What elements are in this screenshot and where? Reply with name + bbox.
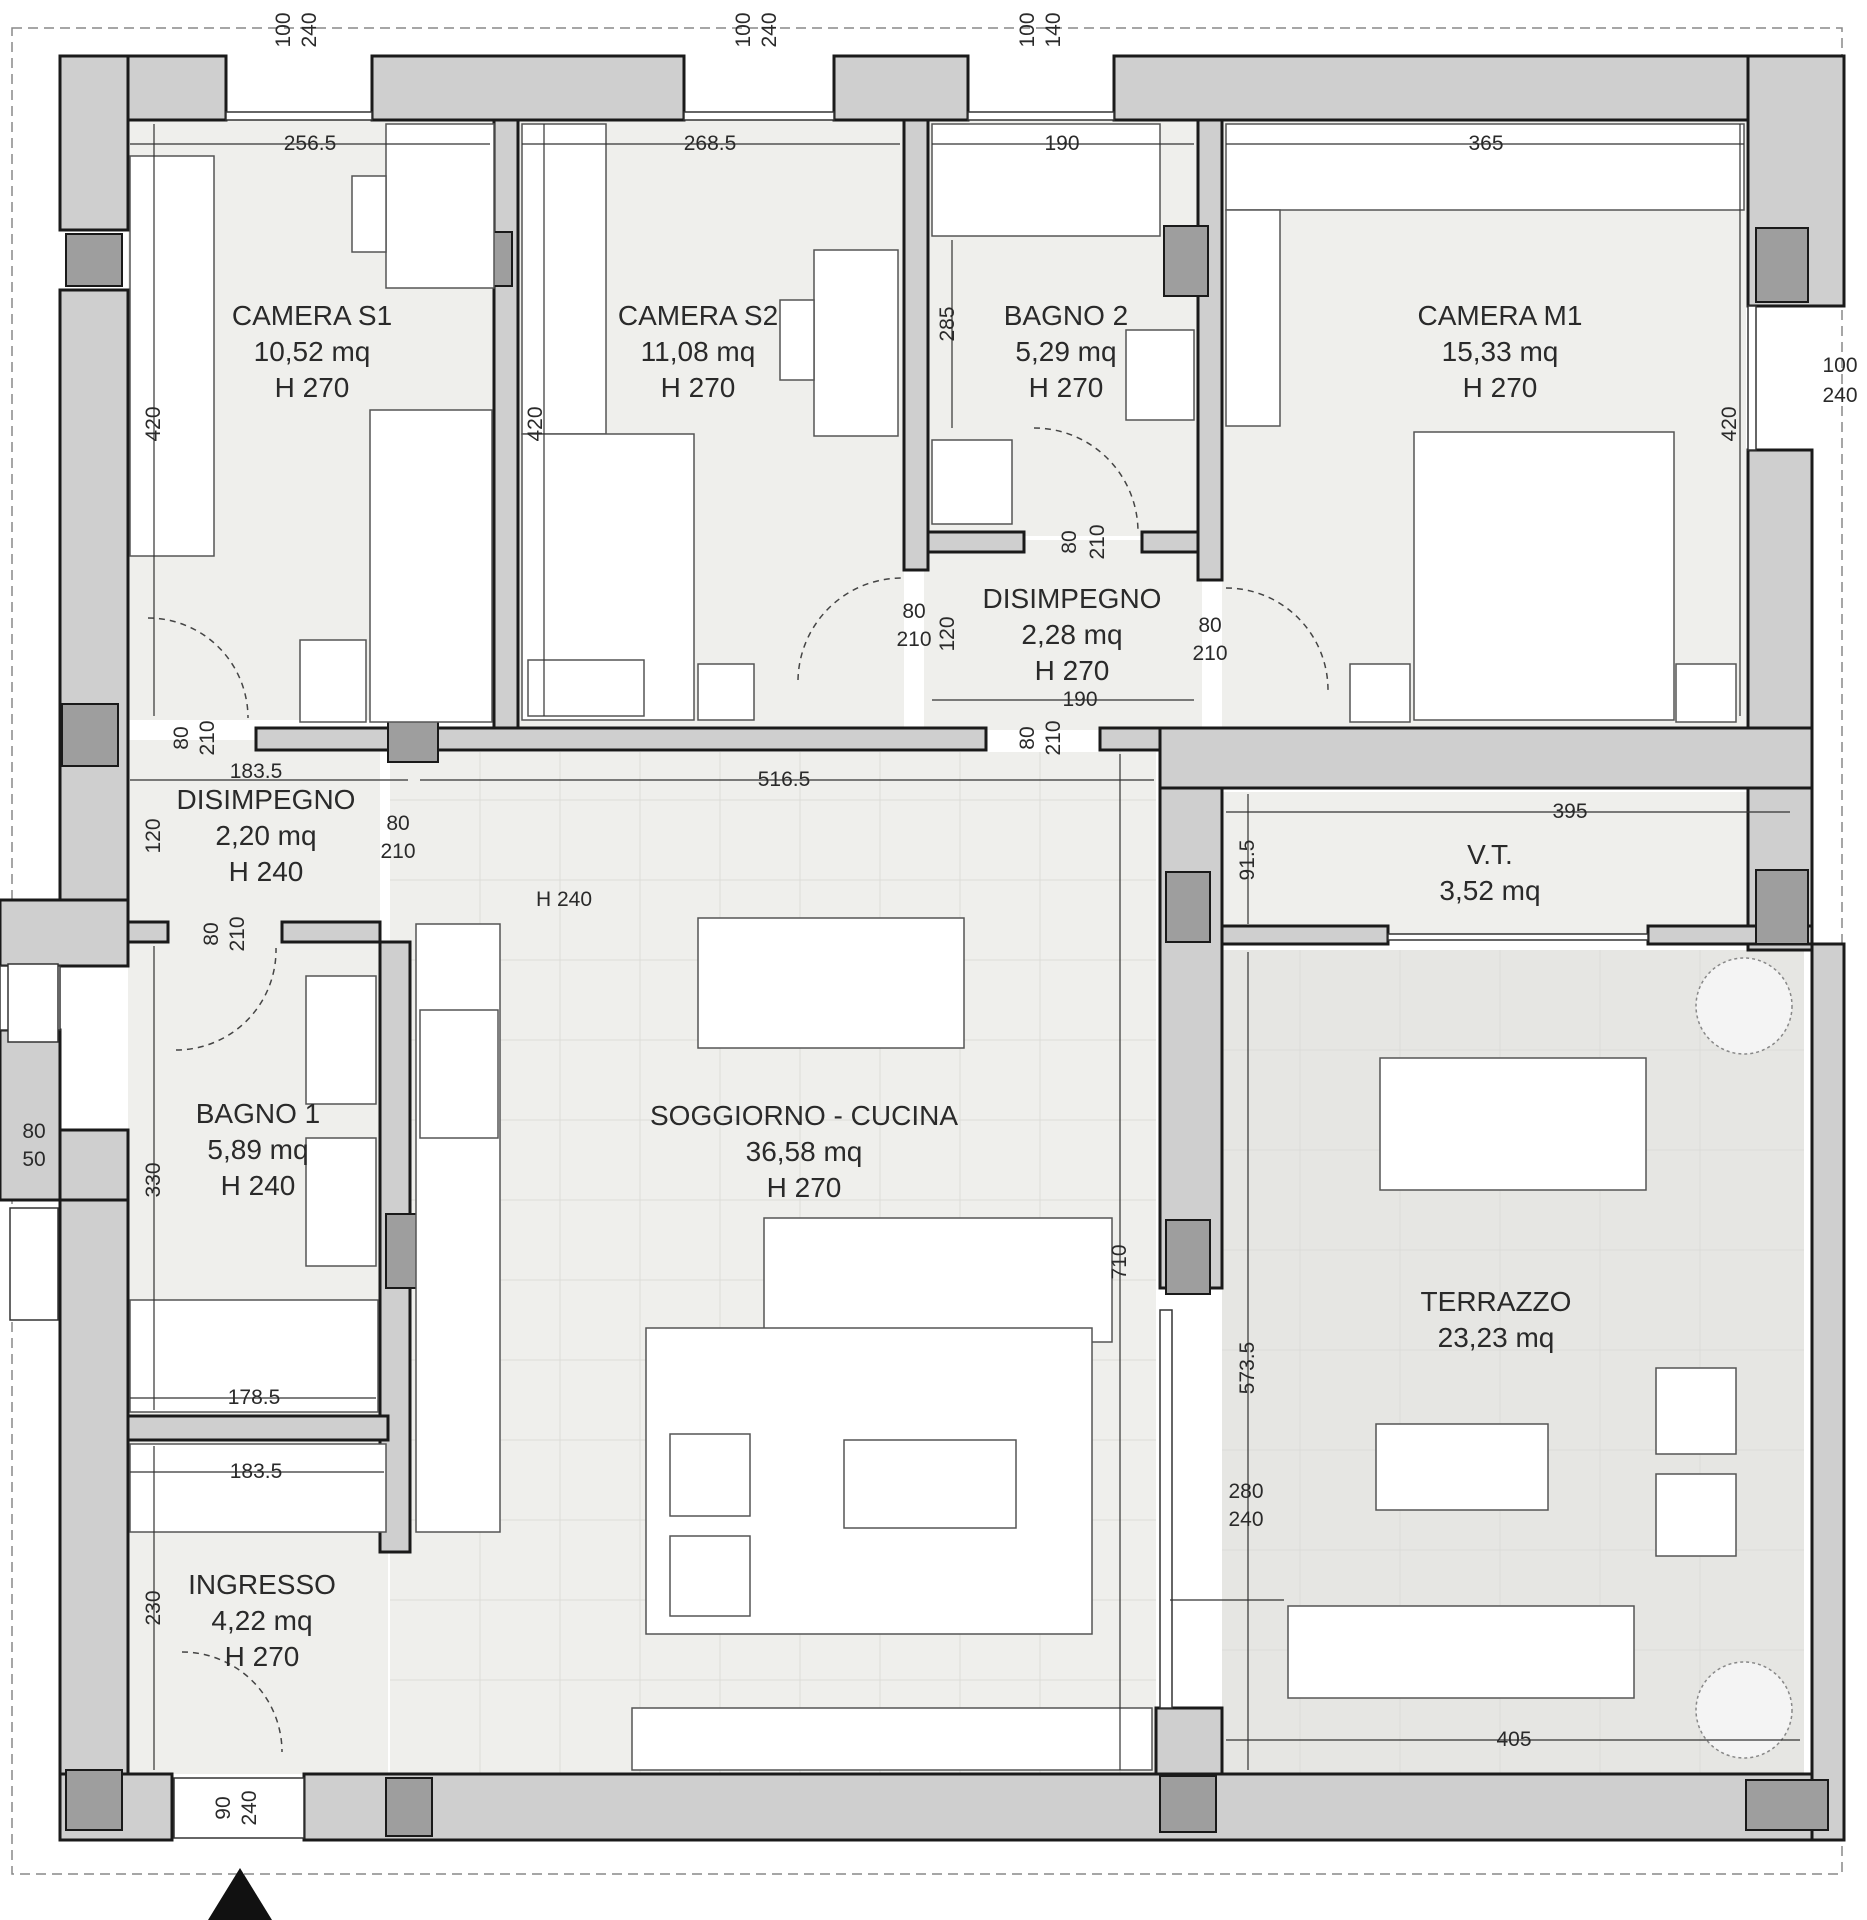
win-terrace-b: 240 — [1228, 1508, 1263, 1531]
win-b1-b: 50 — [22, 1148, 45, 1171]
bagno-2-area: 5,29 mq — [1015, 336, 1116, 367]
vt-name: V.T. — [1467, 839, 1513, 870]
door-b1-a: 80 — [200, 922, 223, 945]
win-m1-b: 240 — [1822, 384, 1857, 407]
disimpegno-west-area: 2,20 mq — [215, 820, 316, 851]
bagno-1-area: 5,89 mq — [207, 1134, 308, 1165]
win-b1-a: 80 — [22, 1120, 45, 1143]
terrace-width: 405 — [1496, 1728, 1531, 1751]
disimpegno-n-width: 190 — [1062, 688, 1097, 711]
win-s1-a: 100 — [272, 12, 295, 47]
door-b1-b: 210 — [226, 916, 249, 951]
camera-m1-area: 15,33 mq — [1442, 336, 1559, 367]
furniture — [129, 123, 1793, 1771]
soggiorno-cucina-name: SOGGIORNO - CUCINA — [650, 1100, 958, 1131]
win-s2-b: 240 — [758, 12, 781, 47]
door-living-n-b: 210 — [1042, 720, 1065, 755]
door-s2-b: 210 — [896, 628, 931, 651]
dim-b2-depth: 285 — [936, 306, 959, 341]
b1-width: 178.5 — [228, 1386, 281, 1409]
door-s1-a: 80 — [170, 726, 193, 749]
door-m1-a: 80 — [1198, 614, 1221, 637]
door-swings — [147, 427, 1329, 1753]
living-width: 516.5 — [758, 768, 811, 791]
camera-s2-name: CAMERA S2 — [618, 300, 778, 331]
ingresso-height: H 270 — [225, 1641, 300, 1672]
terrazzo-area: 23,23 mq — [1438, 1322, 1555, 1353]
win-m1-a: 100 — [1822, 354, 1857, 377]
win-terrace-a: 280 — [1228, 1480, 1263, 1503]
door-s2-a: 80 — [902, 600, 925, 623]
camera-s1-area: 10,52 mq — [254, 336, 371, 367]
door-living-w-a: 80 — [386, 812, 409, 835]
dimension-lines — [130, 124, 1800, 1770]
door-living-n-a: 80 — [1016, 726, 1039, 749]
vt-depth: 91.5 — [1236, 840, 1259, 881]
ingresso-name: INGRESSO — [188, 1569, 336, 1600]
b1-depth: 330 — [142, 1162, 165, 1197]
bagno-1-height: H 240 — [221, 1170, 296, 1201]
camera-s1-height: H 270 — [275, 372, 350, 403]
camera-s2-area: 11,08 mq — [641, 336, 756, 367]
bagno-2-name: BAGNO 2 — [1004, 300, 1128, 331]
soggiorno-cucina-height: H 270 — [767, 1172, 842, 1203]
disimpegno-north-height: H 270 — [1035, 655, 1110, 686]
win-b2-b: 140 — [1042, 12, 1065, 47]
ingresso-depth: 230 — [142, 1590, 165, 1625]
bagno-2-height: H 270 — [1029, 372, 1104, 403]
win-b2-a: 100 — [1016, 12, 1039, 47]
windows — [0, 111, 1757, 1839]
disimpegno-w-depth: 120 — [142, 818, 165, 853]
living-depth: 710 — [1108, 1244, 1131, 1279]
win-s1-b: 240 — [298, 12, 321, 47]
dim-s2-width: 268.5 — [684, 132, 737, 155]
door-b2-a: 80 — [1058, 530, 1081, 553]
dim-s2-depth: 420 — [524, 406, 547, 441]
ingresso-area: 4,22 mq — [211, 1605, 312, 1636]
terrace-depth: 573.5 — [1236, 1342, 1259, 1395]
soggiorno-cucina-area: 36,58 mq — [746, 1136, 863, 1167]
door-m1-b: 210 — [1192, 642, 1227, 665]
camera-s2-height: H 270 — [661, 372, 736, 403]
dim-m1-width: 365 — [1468, 132, 1503, 155]
door-entry-a: 90 — [212, 1796, 235, 1819]
dim-b2-width: 190 — [1044, 132, 1079, 155]
room-labels: CAMERA S1 10,52 mq H 270 CAMERA S2 11,08… — [177, 300, 1583, 1672]
disimpegno-north-name: DISIMPEGNO — [983, 583, 1162, 614]
dim-m1-depth: 420 — [1718, 406, 1741, 441]
entrance-arrow-icon — [208, 1868, 272, 1920]
kitchen-height: H 240 — [536, 888, 592, 911]
door-living-w-b: 210 — [380, 840, 415, 863]
camera-s1-name: CAMERA S1 — [232, 300, 392, 331]
door-s1-b: 210 — [196, 720, 219, 755]
vt-width: 395 — [1552, 800, 1587, 823]
camera-m1-height: H 270 — [1463, 372, 1538, 403]
bagno-1-name: BAGNO 1 — [196, 1098, 320, 1129]
door-entry-b: 240 — [238, 1790, 261, 1825]
ingresso-width: 183.5 — [230, 1460, 283, 1483]
dim-s1-width: 256.5 — [284, 132, 337, 155]
disimpegno-n-side: 120 — [936, 616, 959, 651]
disimpegno-north-area: 2,28 mq — [1021, 619, 1122, 650]
disimpegno-west-name: DISIMPEGNO — [177, 784, 356, 815]
win-s2-a: 100 — [732, 12, 755, 47]
terrazzo-name: TERRAZZO — [1421, 1286, 1572, 1317]
door-b2-b: 210 — [1086, 524, 1109, 559]
dim-s1-depth: 420 — [142, 406, 165, 441]
disimpegno-west-height: H 240 — [229, 856, 304, 887]
camera-m1-name: CAMERA M1 — [1418, 300, 1583, 331]
vt-area: 3,52 mq — [1439, 875, 1540, 906]
dimension-labels: 256.5 268.5 190 365 420 420 285 420 100 … — [22, 12, 1857, 1825]
disimpegno-w-width: 183.5 — [230, 760, 283, 783]
